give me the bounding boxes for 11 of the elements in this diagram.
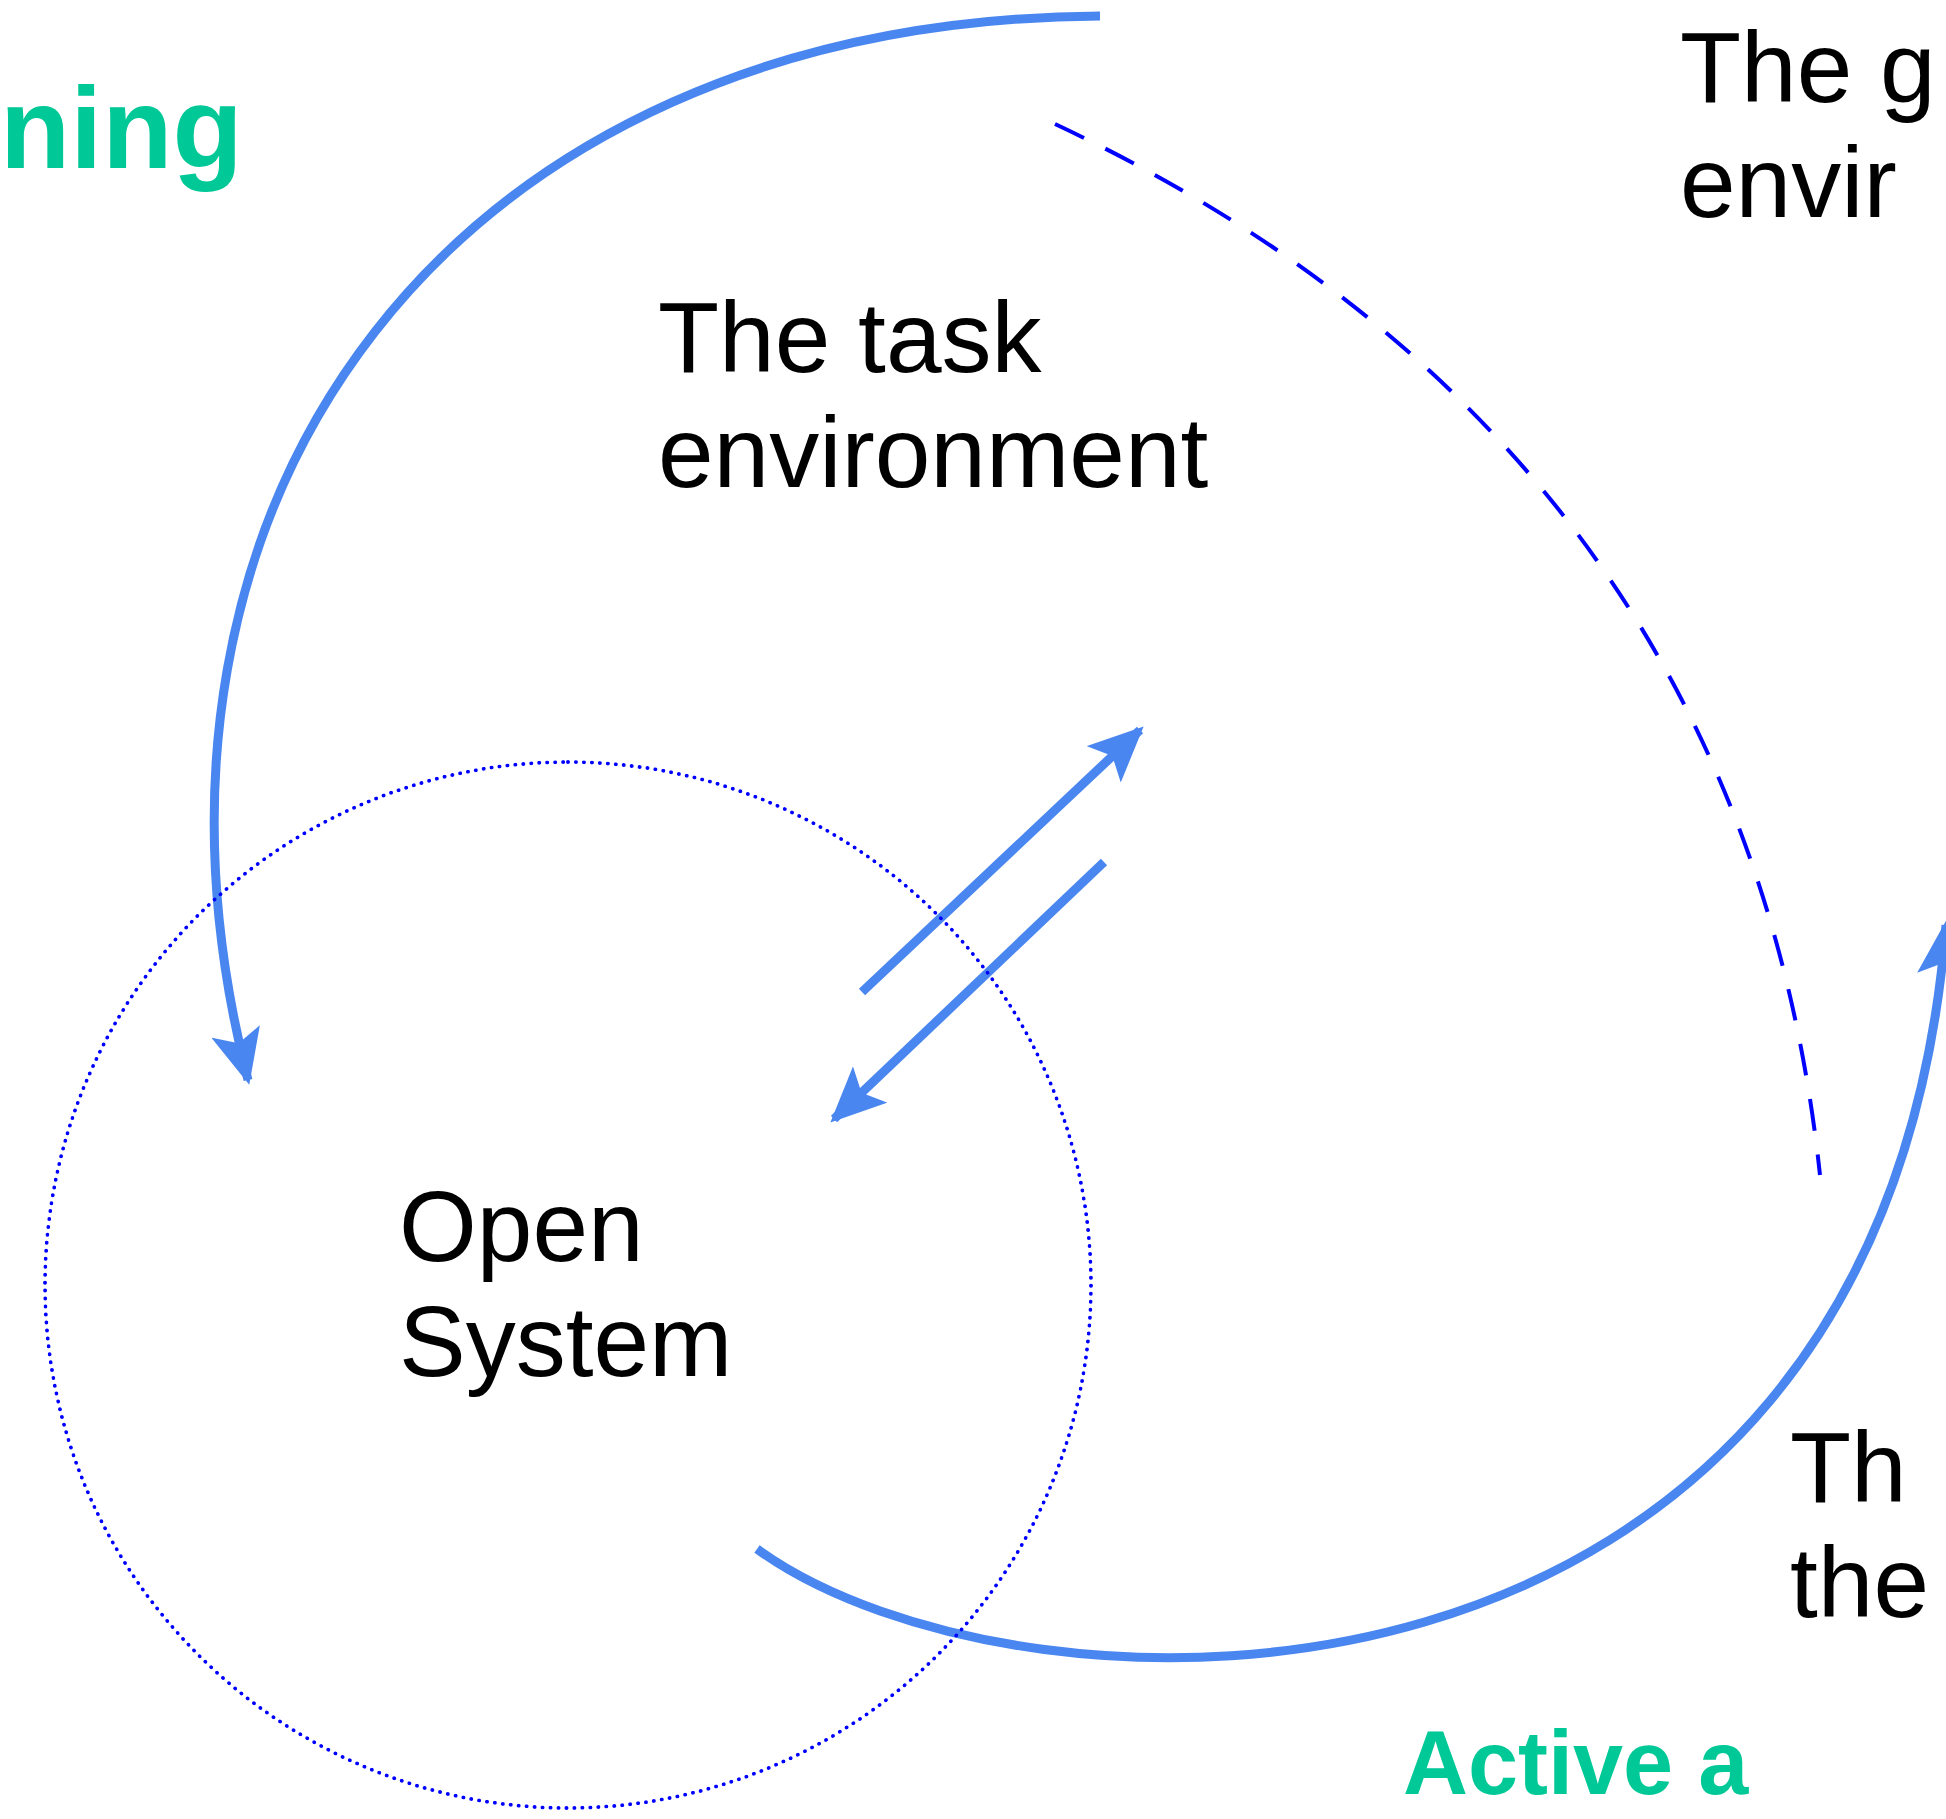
arrow — [754, 920, 1946, 1662]
arrow — [858, 726, 1144, 996]
region-label: The task environment — [658, 280, 1278, 510]
heading-text: ning — [0, 63, 244, 194]
heading-text: Active a — [1403, 1712, 1750, 1815]
arrow — [210, 11, 1101, 1085]
node-label: Open System — [399, 1169, 734, 1399]
region-label: The g envir — [1680, 10, 1937, 240]
region-label: Th the — [1790, 1410, 1930, 1640]
arrow — [830, 858, 1108, 1123]
dotted-circle — [43, 760, 1093, 1810]
